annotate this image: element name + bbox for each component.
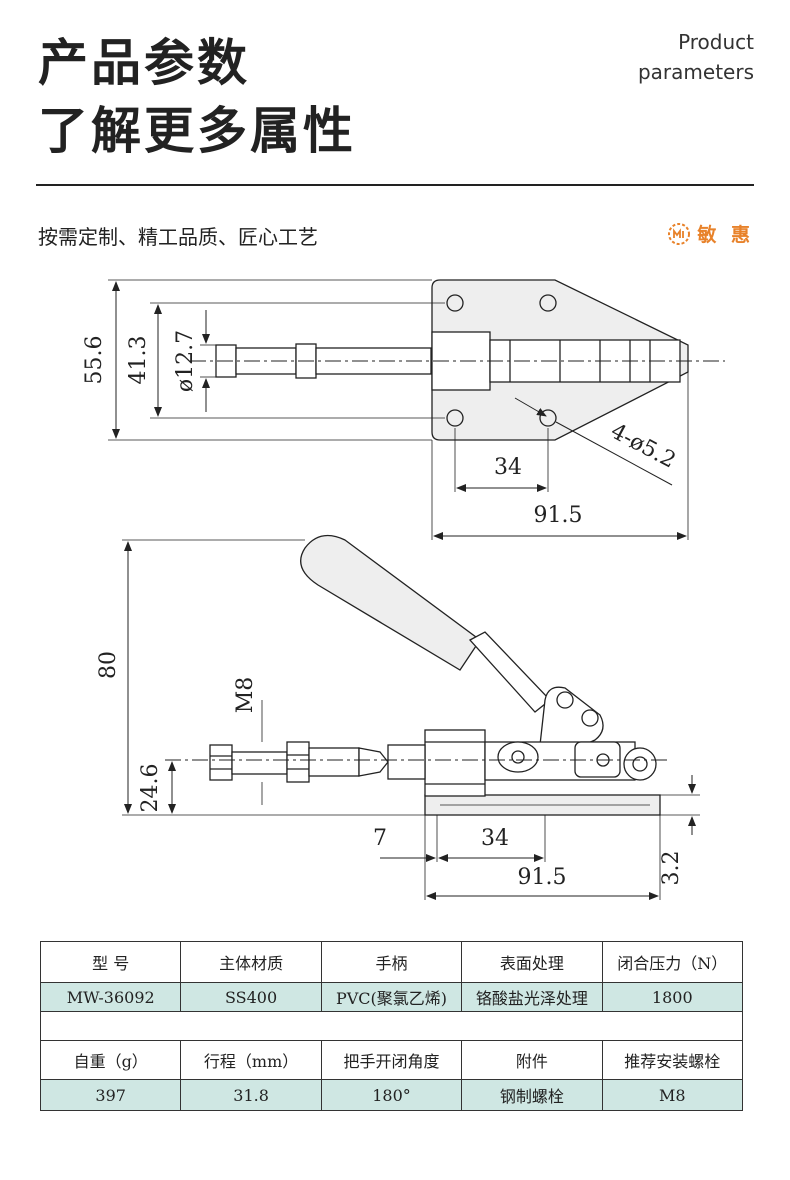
spec-header-row-1: 型 号 主体材质 手柄 表面处理 闭合压力（N） [39,941,744,983]
dim-thread: M8 [233,677,258,714]
value-weight: 397 [39,1079,182,1111]
header-handle: 手柄 [320,941,463,983]
dim-base-thickness: 3.2 [659,851,684,886]
brand: 敏 惠 [667,220,754,247]
value-bolt: M8 [601,1079,744,1111]
value-accessory: 钢制螺栓 [461,1079,603,1111]
header-surface: 表面处理 [461,941,603,983]
dim-overall-length-top: 91.5 [534,503,583,528]
header-divider [36,184,754,186]
header-bolt: 推荐安装螺栓 [601,1040,744,1080]
dim-hole-spacing-side: 34 [481,826,509,851]
spec-value-row-1: MW-36092 SS400 PVC(聚氯乙烯) 铬酸盐光泽处理 1800 [39,982,744,1012]
dim-overall-height: 55.6 [82,336,107,385]
english-title-line-2: parameters [637,60,754,84]
header-angle: 把手开闭角度 [320,1040,463,1080]
side-view [122,534,700,900]
brand-name: 敏 惠 [697,224,754,246]
title-line-1: 产品参数 [38,34,250,92]
spec-header-row-2: 自重（g） 行程（mm） 把手开闭角度 附件 推荐安装螺栓 [39,1040,744,1080]
top-view [108,279,725,540]
title-line-2: 了解更多属性 [38,102,356,160]
value-angle: 180° [320,1079,463,1111]
value-stroke: 31.8 [180,1079,322,1111]
dim-spindle-height: 24.6 [138,764,163,813]
spec-gap-row [40,1011,743,1041]
spacer-cell [40,1011,743,1041]
value-model: MW-36092 [39,982,182,1012]
header-weight: 自重（g） [39,1040,182,1080]
technical-drawing: 55.6 41.3 ø12.7 34 91.5 4-ø5.2 [82,279,725,900]
value-pressure: 1800 [601,982,744,1012]
dim-hole-spacing-top: 34 [494,455,522,480]
brand-logo-icon [668,222,691,245]
dim-handle-height: 80 [96,651,121,679]
spec-table: 型 号 主体材质 手柄 表面处理 闭合压力（N） MW-36092 SS400 … [39,941,744,1111]
header-accessory: 附件 [461,1040,603,1080]
dim-inner-height: 41.3 [126,336,151,385]
header-model: 型 号 [39,941,182,983]
header-material: 主体材质 [180,941,322,983]
dim-holes: 4-ø5.2 [606,419,679,474]
header-stroke: 行程（mm） [180,1040,322,1080]
spec-value-row-2: 397 31.8 180° 钢制螺栓 M8 [39,1079,744,1111]
dim-spindle-dia: ø12.7 [173,330,198,392]
header-pressure: 闭合压力（N） [601,941,744,983]
english-title-line-1: Product [678,30,754,54]
value-material: SS400 [180,982,322,1012]
value-surface: 铬酸盐光泽处理 [461,982,603,1012]
value-handle: PVC(聚氯乙烯) [320,982,463,1012]
dim-offset: 7 [373,826,387,851]
dim-length-side: 91.5 [518,865,567,890]
tagline: 按需定制、精工品质、匠心工艺 [38,225,318,249]
